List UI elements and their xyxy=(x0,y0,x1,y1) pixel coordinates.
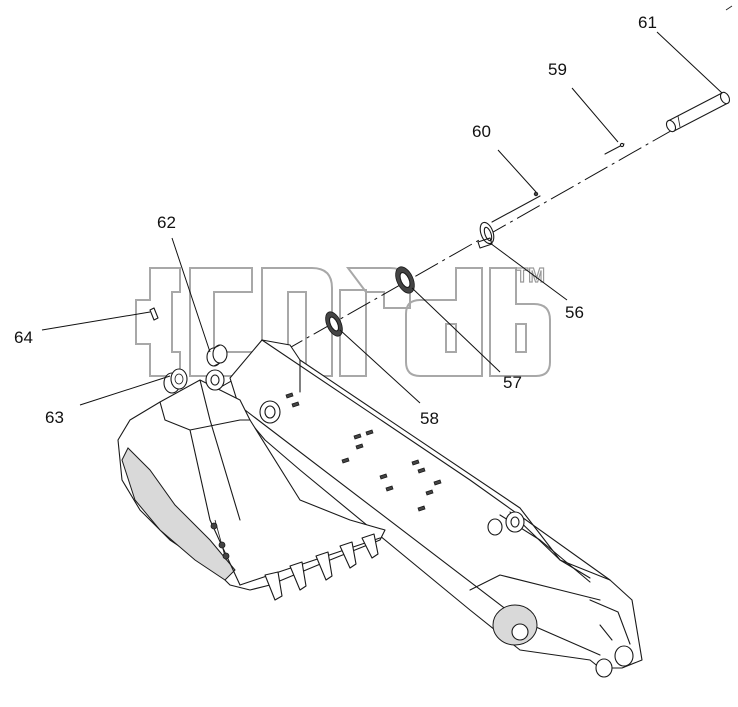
rod-part-60 xyxy=(491,191,541,223)
leader-lines xyxy=(41,31,723,406)
callout-label-61: 61 xyxy=(638,13,657,32)
callout-label-63: 63 xyxy=(45,408,64,427)
callout-label-62: 62 xyxy=(157,213,176,232)
bucket xyxy=(117,369,386,601)
callout-label-59: 59 xyxy=(548,60,567,79)
callout-label-56: 56 xyxy=(565,303,584,322)
callouts: 61 59 60 56 57 58 62 63 64 xyxy=(14,13,657,428)
watermark-trademark: TM xyxy=(516,265,545,287)
ring-part-56 xyxy=(477,221,495,249)
watermark-logo: TM xyxy=(135,264,551,377)
pin-part-61 xyxy=(665,91,731,133)
arm-stick xyxy=(229,339,643,678)
callout-label-58: 58 xyxy=(420,409,439,428)
bushing-part-62 xyxy=(206,344,228,367)
pin-part-59 xyxy=(604,142,625,155)
shim-part-57 xyxy=(395,266,415,294)
bushing-part-63 xyxy=(163,368,188,394)
pin-part-64 xyxy=(149,307,159,321)
shim-part-58 xyxy=(325,311,343,337)
callout-label-60: 60 xyxy=(472,122,491,141)
callout-label-57: 57 xyxy=(503,373,522,392)
callout-label-64: 64 xyxy=(14,328,33,347)
corner-mark xyxy=(725,5,733,11)
